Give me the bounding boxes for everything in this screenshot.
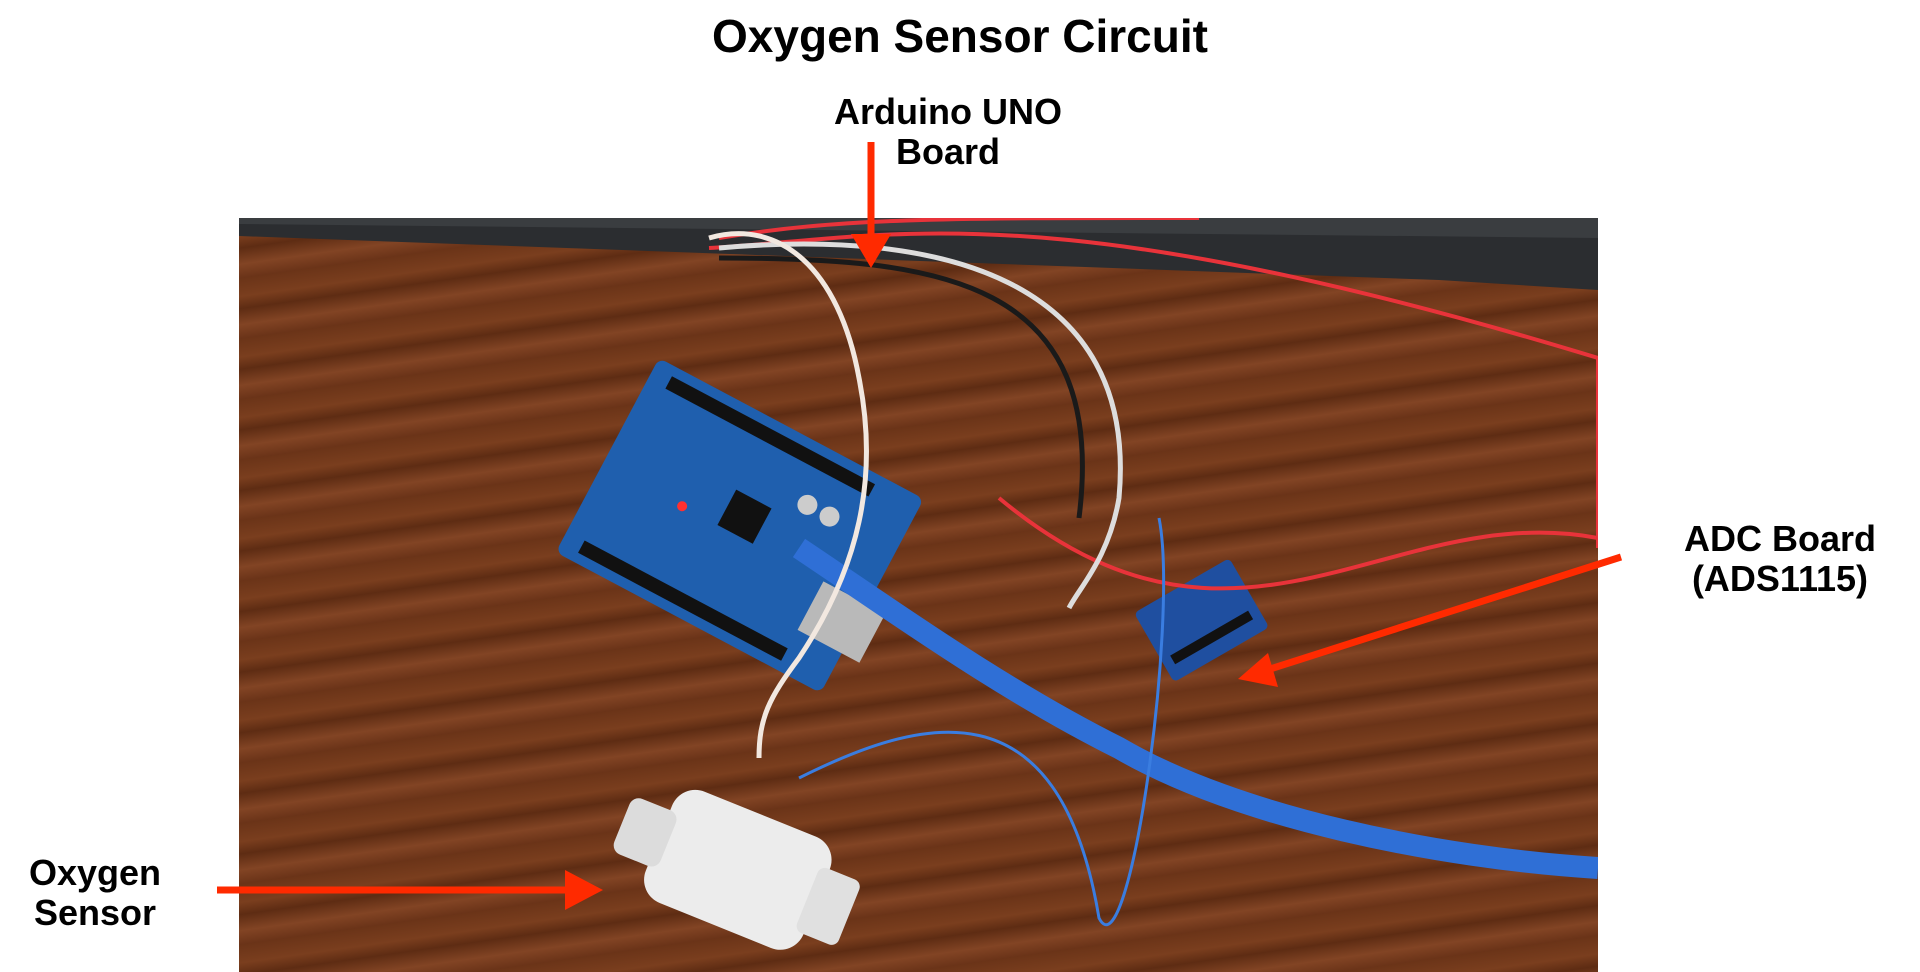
adc-label-line2: (ADS1115) <box>1691 558 1869 599</box>
oxygen-sensor <box>613 789 860 950</box>
usb-cable <box>792 538 1598 879</box>
arrow-sensor <box>217 870 603 910</box>
arduino-label: Arduino UNO Board <box>778 92 1118 172</box>
adc-label-line1: ADC Board <box>1683 518 1876 559</box>
circuit-photo <box>239 218 1598 972</box>
arrow-adc <box>1238 553 1623 687</box>
sensor-label: Oxygen Sensor <box>0 853 190 933</box>
sensor-label-line2: Sensor <box>33 892 157 933</box>
adc-label: ADC Board (ADS1115) <box>1620 519 1920 599</box>
diagram-title: Oxygen Sensor Circuit <box>712 10 1208 62</box>
sensor-label-line1: Oxygen <box>28 852 162 893</box>
arduino-label-line1: Arduino UNO <box>834 91 1062 132</box>
arrow-arduino <box>851 142 891 268</box>
arduino-label-line2: Board <box>895 131 1000 172</box>
